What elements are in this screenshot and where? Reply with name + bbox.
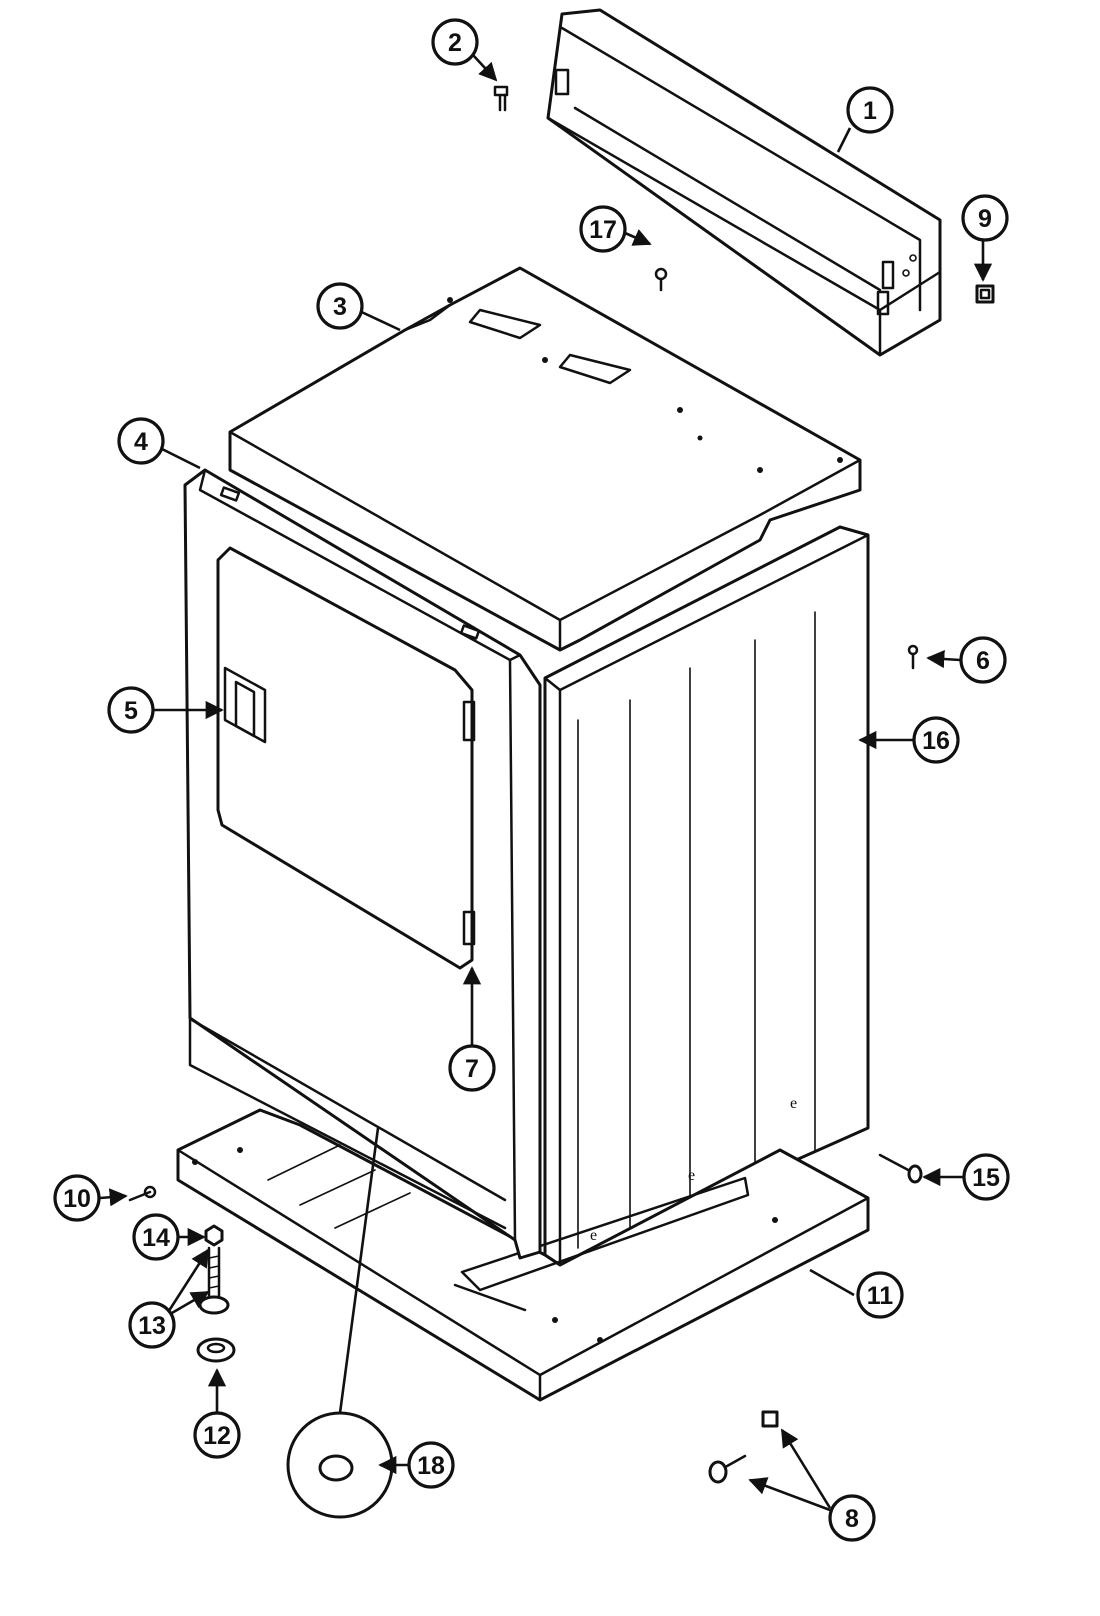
callout-13-label: 13 xyxy=(138,1312,166,1340)
screw-part-15 xyxy=(878,1153,923,1184)
callout-9-label: 9 xyxy=(978,205,992,233)
callout-5-label: 5 xyxy=(124,697,138,725)
callout-3: 3 xyxy=(316,282,364,330)
svg-text:e: e xyxy=(688,1167,695,1184)
leader-lines xyxy=(99,54,993,1512)
callout-9: 9 xyxy=(961,194,1009,242)
callout-8: 8 xyxy=(828,1494,876,1542)
door-part xyxy=(216,546,476,970)
callout-15-label: 15 xyxy=(972,1164,1000,1192)
callout-7: 7 xyxy=(448,1044,496,1092)
control-panel-part xyxy=(546,8,942,357)
plug-part-18 xyxy=(286,1411,394,1519)
callout-3-label: 3 xyxy=(333,293,347,321)
foot-pad-part-12 xyxy=(196,1337,236,1363)
callout-6-label: 6 xyxy=(976,647,990,675)
callout-10-label: 10 xyxy=(63,1185,91,1213)
callout-16: 16 xyxy=(912,716,960,764)
screw-part-10 xyxy=(128,1185,157,1202)
callout-12: 12 xyxy=(193,1411,241,1459)
callout-16-label: 16 xyxy=(922,727,950,755)
callout-1-label: 1 xyxy=(863,97,877,125)
callout-11-label: 11 xyxy=(867,1282,894,1310)
callout-6: 6 xyxy=(959,636,1007,684)
callout-18: 18 xyxy=(407,1441,455,1489)
svg-text:e: e xyxy=(790,1095,797,1112)
callout-8-label: 8 xyxy=(845,1505,859,1533)
callout-4-label: 4 xyxy=(134,428,148,456)
screw-part-6 xyxy=(907,644,919,670)
callout-12-label: 12 xyxy=(203,1422,231,1450)
callout-13: 13 xyxy=(128,1301,176,1349)
callout-17: 17 xyxy=(579,205,627,253)
callout-10: 10 xyxy=(53,1174,101,1222)
callout-18-label: 18 xyxy=(417,1452,445,1480)
screw-part-17 xyxy=(654,267,668,292)
nut-part-14 xyxy=(204,1224,224,1247)
callout-11: 11 xyxy=(856,1271,904,1319)
callout-5: 5 xyxy=(107,686,155,734)
cabinet-side-part: e e e xyxy=(543,525,870,1267)
clip-part-8 xyxy=(761,1410,779,1428)
screw-part-8 xyxy=(708,1454,747,1484)
callout-2: 2 xyxy=(431,18,479,66)
callout-1: 1 xyxy=(846,86,894,134)
top-panel-part xyxy=(228,266,862,652)
callout-17-label: 17 xyxy=(589,216,617,244)
screw-part-2 xyxy=(493,85,509,112)
callout-2-label: 2 xyxy=(448,29,462,57)
svg-text:e: e xyxy=(590,1227,597,1244)
callout-14-label: 14 xyxy=(142,1224,170,1252)
callout-4: 4 xyxy=(117,417,165,465)
callout-14: 14 xyxy=(132,1213,180,1261)
callout-15: 15 xyxy=(962,1153,1010,1201)
callout-7-label: 7 xyxy=(465,1055,479,1083)
clip-part-9 xyxy=(975,284,995,304)
